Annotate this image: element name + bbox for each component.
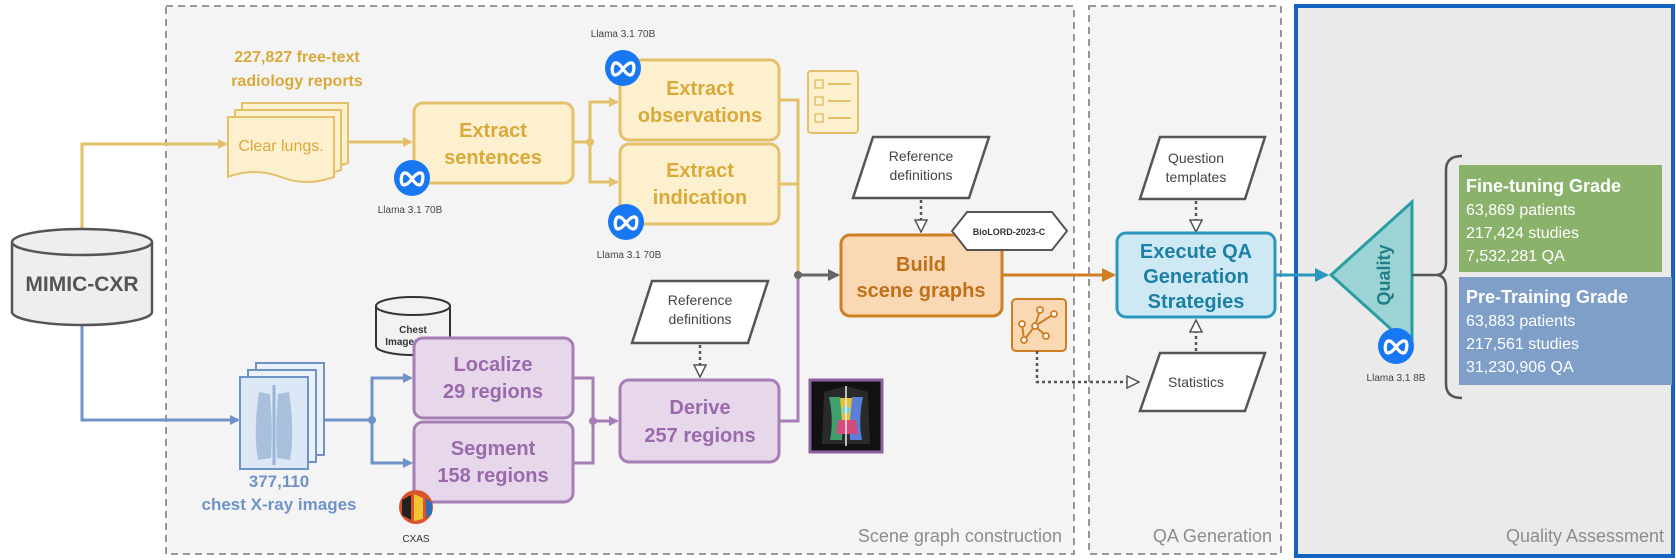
pre-training-qa: 31,230,906 QA [1466, 359, 1574, 376]
extract-sentences-line2: sentences [444, 147, 542, 169]
segment-line1: Segment [451, 438, 536, 460]
statistics-label: Statistics [1168, 374, 1224, 390]
chest-imagenome-line2: Imagenome [385, 337, 441, 348]
fine-tuning-grade-card [1459, 165, 1662, 272]
scene-graph-section-label: Scene graph construction [858, 526, 1062, 546]
graph-to-statistics-dotted [1035, 351, 1133, 382]
images-desc: chest X-ray images [202, 495, 357, 514]
localize-line1: Localize [454, 354, 533, 376]
graph-icon [1011, 298, 1067, 352]
reports-desc: radiology reports [231, 73, 363, 90]
segment-merge-line [573, 421, 595, 465]
extract-observations-box [618, 58, 781, 142]
cxas-label: CXAS [402, 534, 430, 545]
chest-imagenome-line1: Chest [399, 325, 427, 336]
checklist-icon [807, 70, 859, 134]
cxas-logo [399, 490, 433, 524]
meta-icon [1378, 328, 1414, 364]
meta-icon [605, 50, 641, 86]
execute-line3: Strategies [1148, 291, 1245, 313]
meta-icon [394, 160, 430, 196]
branch-to-indication [588, 142, 619, 187]
extract-indication-line1: Extract [666, 160, 734, 182]
reports-count: 227,827 free-text [234, 49, 360, 66]
chest-xray-stack [239, 362, 325, 470]
question-templates-line2: templates [1166, 169, 1227, 185]
extract-sentences-line1: Extract [459, 120, 527, 142]
meta-icon [608, 204, 644, 240]
extract-indication-line2: indication [653, 187, 747, 209]
qa-generation-section-label: QA Generation [1153, 526, 1272, 546]
biolord-label: BioLORD-2023-C [973, 227, 1046, 237]
mimic-cxr-database: MIMIC-CXR [10, 227, 154, 327]
branch-to-observations [588, 97, 619, 142]
pre-training-title: Pre-Training Grade [1466, 287, 1628, 307]
segment-line2: 158 regions [437, 465, 548, 487]
llama-70b-label-indication: Llama 3.1 70B [597, 250, 662, 261]
execute-line2: Generation [1143, 266, 1249, 288]
reference-definitions-build-line1: Reference [889, 148, 954, 164]
report-documents-stack: Clear lungs. [227, 102, 349, 183]
extract-indication-box [618, 142, 781, 226]
extract-observations-line1: Extract [666, 78, 734, 100]
report-sample-text: Clear lungs. [238, 138, 323, 155]
extract-sentences-box [412, 101, 575, 185]
derive-box [618, 378, 781, 464]
question-templates-shape [1138, 135, 1267, 201]
reference-definitions-derive-line1: Reference [668, 292, 733, 308]
source-to-images-line [80, 324, 240, 425]
source-to-reports-line [80, 139, 228, 236]
segmentation-image [808, 378, 884, 454]
pre-training-studies: 217,561 studies [1466, 336, 1579, 353]
observations-merge-line [779, 98, 800, 275]
llama-70b-label-observations: Llama 3.1 70B [591, 29, 656, 40]
statistics-shape [1138, 351, 1267, 413]
question-templates-line1: Question [1168, 150, 1224, 166]
derive-line2: 257 regions [644, 425, 755, 447]
localize-box [412, 336, 575, 420]
fine-tuning-title: Fine-tuning Grade [1466, 176, 1621, 196]
reference-definitions-derive-shape [630, 279, 770, 345]
biolord-hexagon [950, 211, 1069, 251]
reference-definitions-derive-line2: definitions [668, 311, 731, 327]
llama-70b-label-sentences: Llama 3.1 70B [378, 205, 443, 216]
images-count: 377,110 [249, 472, 310, 491]
quality-assessment-section-label: Quality Assessment [1506, 526, 1664, 546]
branch-to-localize [370, 373, 413, 420]
localize-line2: 29 regions [443, 381, 543, 403]
derive-merge-line [779, 275, 800, 423]
pre-training-grade-card [1459, 277, 1672, 385]
quality-label: Quality [1374, 244, 1394, 305]
execute-line1: Execute QA [1140, 241, 1252, 263]
fine-tuning-studies: 217,424 studies [1466, 225, 1579, 242]
reference-definitions-build-line2: definitions [889, 167, 952, 183]
fine-tuning-qa: 7,532,281 QA [1466, 248, 1565, 265]
build-line2: scene graphs [857, 280, 986, 302]
localize-merge-line [573, 376, 595, 421]
reference-definitions-build-shape [851, 135, 991, 200]
branch-to-segment [370, 420, 413, 468]
extract-observations-line2: observations [638, 105, 762, 127]
llama-8b-label: Llama 3.1 8B [1367, 373, 1426, 384]
pre-training-patients: 63,883 patients [1466, 313, 1575, 330]
build-line1: Build [896, 254, 946, 276]
segment-box [412, 420, 575, 504]
mimic-cxr-label: MIMIC-CXR [25, 273, 138, 296]
fine-tuning-patients: 63,869 patients [1466, 202, 1575, 219]
derive-line1: Derive [669, 397, 730, 419]
